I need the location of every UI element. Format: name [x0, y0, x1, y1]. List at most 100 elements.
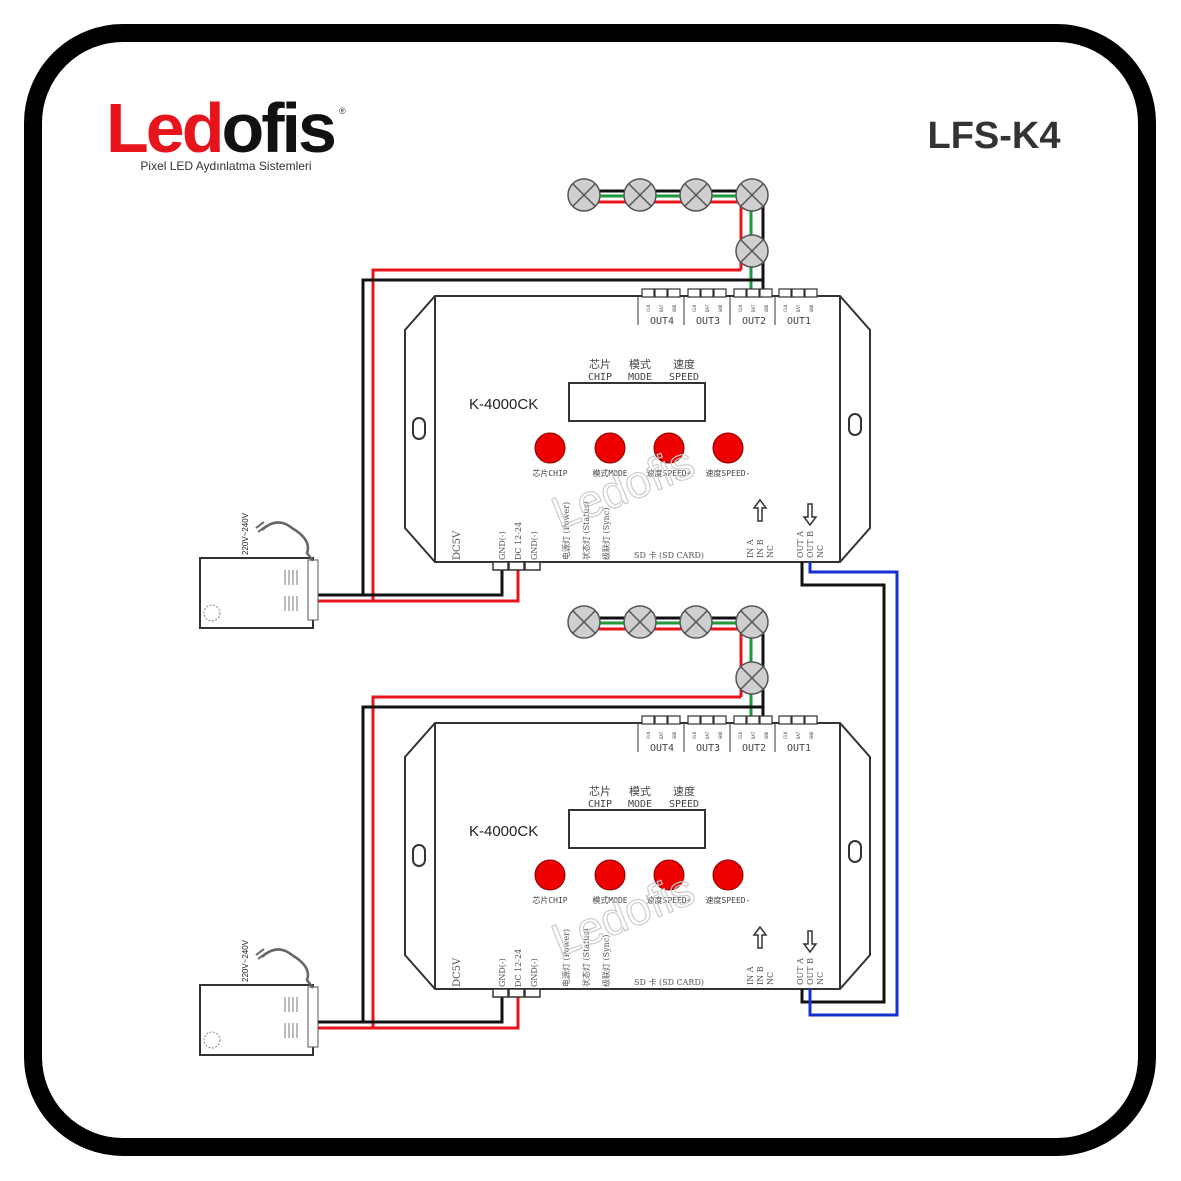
svg-text:DAT: DAT: [659, 731, 664, 739]
lcd-display: [568, 382, 706, 422]
controller-button[interactable]: 模式MODE: [592, 859, 628, 905]
svg-text:电源灯 (Power): 电源灯 (Power): [561, 502, 571, 560]
svg-text:级联灯 (Sync): 级联灯 (Sync): [601, 935, 611, 987]
svg-text:GND: GND: [809, 731, 814, 739]
dc5v-label: DC5V: [452, 957, 463, 987]
controller-button[interactable]: 速度SPEED+: [647, 432, 692, 478]
led-pixel: [623, 605, 657, 639]
svg-text:芯片CHIP: 芯片CHIP: [532, 895, 567, 905]
svg-text:NC: NC: [766, 545, 775, 558]
svg-text:OUT B: OUT B: [806, 958, 815, 985]
svg-text:DAT: DAT: [705, 304, 710, 312]
power-cord: [261, 948, 314, 989]
svg-text:DAT: DAT: [796, 731, 801, 739]
svg-text:DAT: DAT: [659, 304, 664, 312]
svg-text:GND(-): GND(-): [530, 958, 539, 987]
controller-button[interactable]: 速度SPEED-: [706, 432, 751, 478]
svg-text:Ledofis: Ledofis: [106, 89, 335, 167]
svg-text:模式: 模式: [629, 358, 651, 371]
svg-text:速度SPEED+: 速度SPEED+: [647, 468, 692, 478]
pixel-strip: [313, 616, 765, 1030]
svg-text:IN B: IN B: [756, 966, 765, 985]
output-label: OUT4: [650, 316, 674, 327]
arrow-up-icon: [752, 498, 768, 522]
svg-text:IN A: IN A: [746, 966, 755, 985]
svg-text:级联灯 (Sync): 级联灯 (Sync): [601, 508, 611, 560]
logo-black: ofis: [221, 89, 335, 167]
power-supply: 220V~240V: [199, 512, 319, 629]
psu-input-label: 220V~240V: [241, 512, 250, 555]
model-label: K-4000CK: [469, 396, 538, 413]
pixel-strip: [313, 189, 765, 603]
svg-text:CHIP: CHIP: [588, 372, 612, 383]
svg-text:速度: 速度: [673, 357, 695, 371]
led-pixel: [623, 178, 657, 212]
led-pixel: [735, 605, 769, 639]
fan-icon: [203, 604, 221, 622]
output-port: CLK DAT GND OUT4: [637, 288, 681, 327]
controller-button[interactable]: 速度SPEED-: [706, 859, 751, 905]
registered-mark: ®: [339, 106, 346, 116]
svg-text:CLK: CLK: [692, 731, 697, 739]
svg-text:NC: NC: [766, 972, 775, 985]
svg-text:模式MODE: 模式MODE: [592, 468, 627, 478]
svg-text:DAT: DAT: [796, 304, 801, 312]
plug-icon: [255, 521, 267, 533]
svg-text:状态灯 (Status): 状态灯 (Status): [581, 501, 591, 560]
svg-text:GND: GND: [718, 731, 723, 739]
svg-text:CHIP: CHIP: [588, 799, 612, 810]
output-label: OUT2: [742, 316, 766, 327]
logo: Ledofis ® Pixel LED Aydınlatma Sistemler…: [106, 89, 346, 173]
arrow-down-icon: [802, 503, 818, 527]
psu-input-label: 220V~240V: [241, 939, 250, 982]
output-label: OUT3: [696, 743, 720, 754]
svg-text:IN A: IN A: [746, 539, 755, 558]
svg-text:模式: 模式: [629, 785, 651, 798]
svg-text:DC 12-24: DC 12-24: [514, 949, 523, 987]
svg-text:状态灯 (Status): 状态灯 (Status): [581, 928, 591, 987]
lcd-display: [568, 809, 706, 849]
svg-text:模式MODE: 模式MODE: [592, 895, 627, 905]
svg-text:OUT A: OUT A: [796, 958, 805, 985]
svg-text:NC: NC: [816, 545, 825, 558]
sd-card-label: SD 卡 (SD CARD): [634, 977, 704, 987]
controller-button[interactable]: 芯片CHIP: [532, 432, 568, 478]
svg-text:GND(-): GND(-): [530, 531, 539, 560]
svg-text:DAT: DAT: [751, 731, 756, 739]
svg-text:NC: NC: [816, 972, 825, 985]
sd-card-label: SD 卡 (SD CARD): [634, 550, 704, 560]
svg-text:CLK: CLK: [692, 304, 697, 312]
svg-text:速度SPEED-: 速度SPEED-: [706, 895, 751, 905]
mount-hole-left: [412, 417, 426, 440]
svg-text:CLK: CLK: [646, 731, 651, 739]
svg-text:速度SPEED+: 速度SPEED+: [647, 895, 692, 905]
header-labels: 芯片 CHIP 模式 MODE 速度 SPEED: [588, 357, 699, 383]
svg-text:芯片: 芯片: [589, 784, 611, 798]
led-pixel: [567, 178, 601, 212]
svg-text:GND: GND: [718, 304, 723, 312]
svg-text:SPEED: SPEED: [669, 372, 699, 383]
led-pixel: [735, 178, 769, 212]
svg-text:SPEED: SPEED: [669, 799, 699, 810]
model-label: K-4000CK: [469, 823, 538, 840]
led-pixels: [567, 605, 769, 695]
svg-text:CLK: CLK: [738, 731, 743, 739]
controller-button[interactable]: 速度SPEED+: [647, 859, 692, 905]
header-labels: 芯片 CHIP 模式 MODE 速度 SPEED: [588, 784, 699, 810]
svg-text:电源灯 (Power): 电源灯 (Power): [561, 929, 571, 987]
controller-button[interactable]: 芯片CHIP: [532, 859, 568, 905]
svg-text:CLK: CLK: [646, 304, 651, 312]
svg-text:GND(-): GND(-): [498, 531, 507, 560]
svg-text:GND: GND: [672, 304, 677, 312]
power-supply: 220V~240V: [199, 939, 319, 1056]
svg-text:DAT: DAT: [751, 304, 756, 312]
svg-text:MODE: MODE: [628, 372, 652, 383]
svg-text:CLK: CLK: [783, 304, 788, 312]
controller-button[interactable]: 模式MODE: [592, 432, 628, 478]
